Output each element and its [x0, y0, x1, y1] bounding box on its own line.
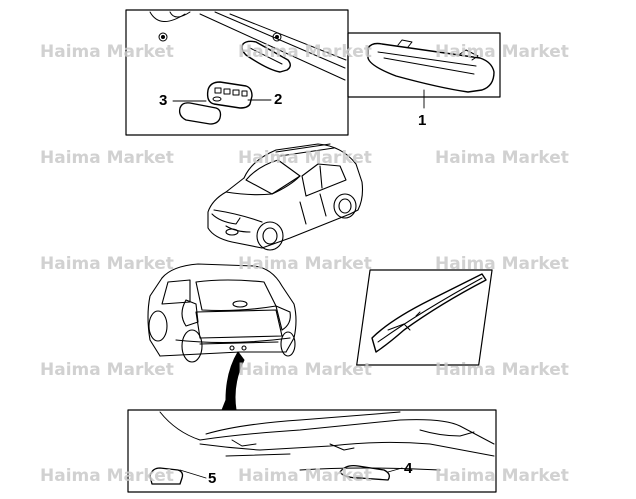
detail-box-stop-lamp [356, 269, 493, 366]
callout-5: 5 [208, 470, 217, 487]
suv-rear-view [147, 263, 297, 363]
pointer-arrow [221, 351, 245, 411]
map-lamp-unit [206, 81, 253, 109]
detail-box-roof-lamp [347, 32, 501, 109]
callout-4: 4 [404, 460, 413, 477]
detail-box-bumper [127, 409, 497, 493]
suv-front-view [207, 143, 364, 251]
lamp-lens [178, 102, 222, 125]
bolt-icon [158, 32, 168, 42]
bolt-icon [272, 32, 282, 42]
callout-2: 2 [274, 91, 283, 108]
detail-box-map-lamp [125, 9, 349, 136]
callout-1: 1 [418, 112, 427, 129]
callout-3: 3 [159, 92, 168, 109]
